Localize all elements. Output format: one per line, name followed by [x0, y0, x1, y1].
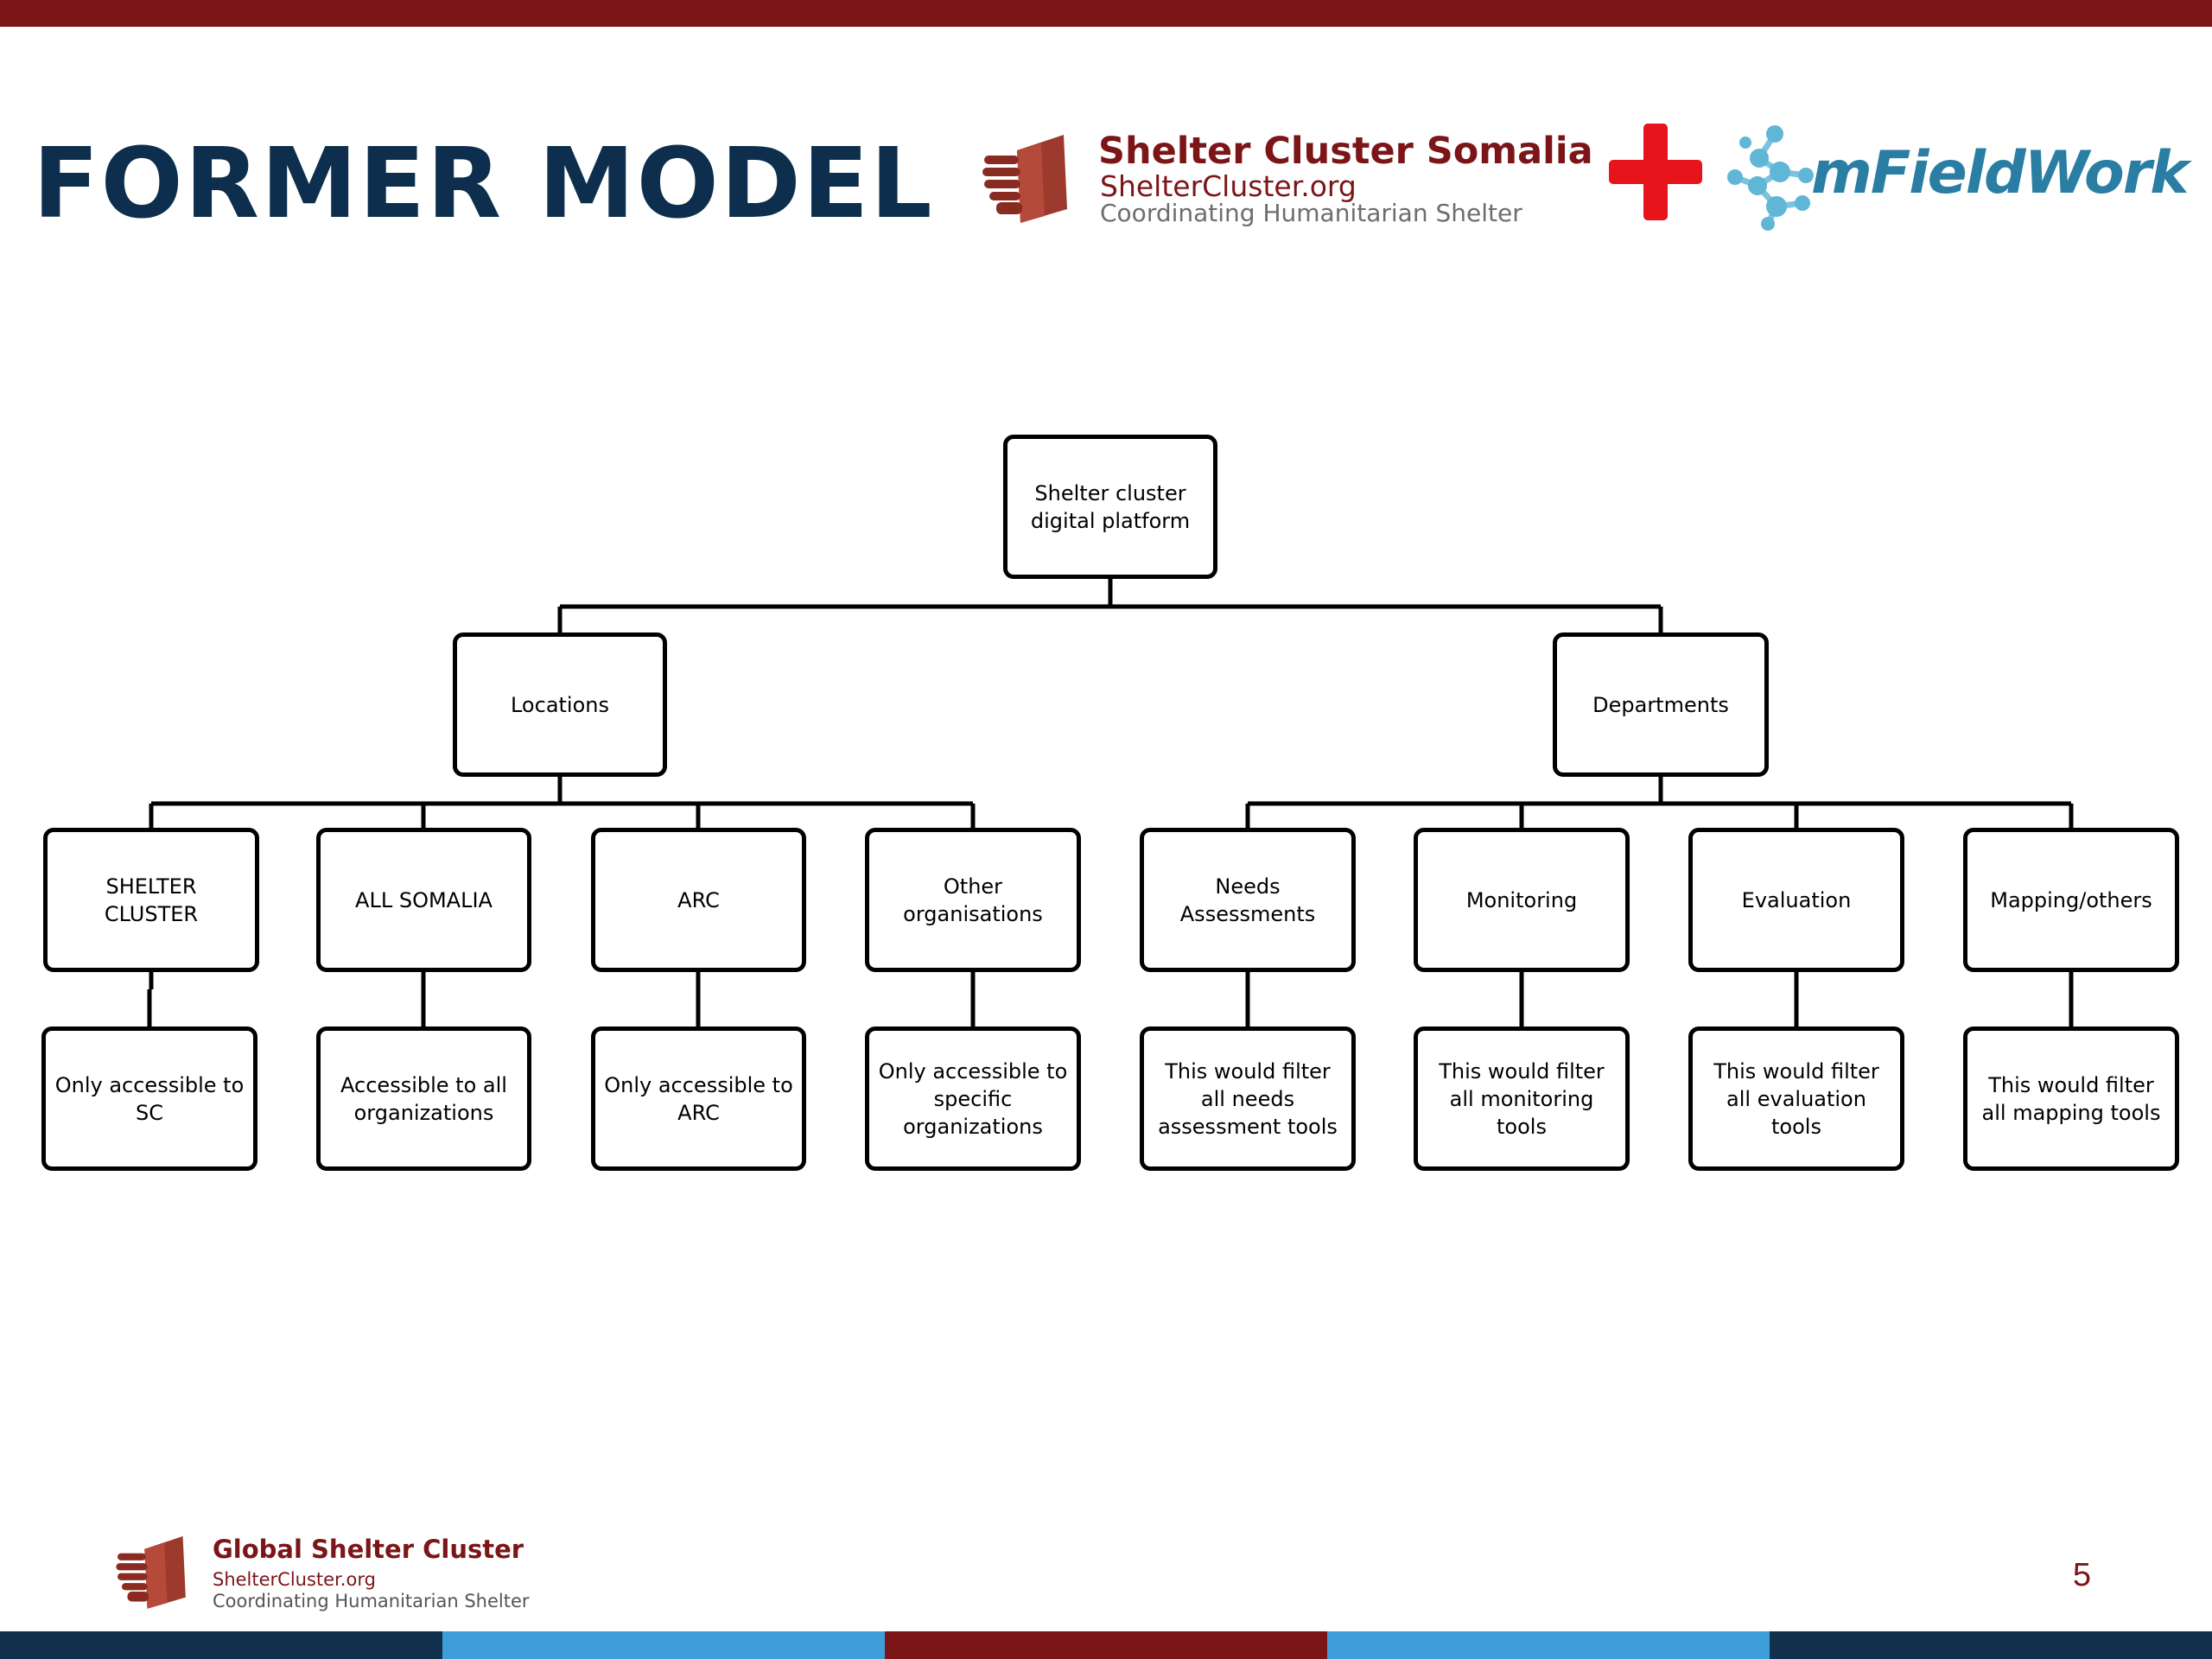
category-label: Mapping/others [1990, 887, 2152, 912]
root-node-label: Shelter cluster digital platform [1030, 480, 1191, 533]
detail-node-arc: Only accessible to ARC [591, 1027, 806, 1171]
category-label: ALL SOMALIA [355, 887, 493, 912]
category-label: Evaluation [1741, 887, 1852, 912]
detail-label: This would filter all needs assessment t… [1158, 1058, 1338, 1139]
detail-node-needs-assessments: This would filter all needs assessment t… [1140, 1027, 1356, 1171]
detail-node-shelter-cluster: Only accessible to SC [41, 1027, 257, 1171]
branch-label: Departments [1592, 692, 1729, 717]
bottom-bar-segment [1327, 1631, 1770, 1659]
footer-logo-tagline: Coordinating Humanitarian Shelter [213, 1591, 530, 1611]
bottom-bar-segment [885, 1631, 1327, 1659]
category-label: Needs Assessments [1179, 874, 1316, 926]
root-node: Shelter cluster digital platform [1003, 435, 1217, 579]
category-node-arc: ARC [591, 828, 806, 972]
bottom-bar-segment [0, 1631, 442, 1659]
category-node-shelter-cluster: SHELTER CLUSTER [43, 828, 259, 972]
category-node-other-organisations: Other organisations [865, 828, 1081, 972]
top-accent-bar [0, 0, 2212, 27]
category-node-all-somalia: ALL SOMALIA [316, 828, 531, 972]
bottom-bar-segment [1770, 1631, 2212, 1659]
bottom-bar-segment [442, 1631, 885, 1659]
detail-node-mapping-others: This would filter all mapping tools [1963, 1027, 2179, 1171]
detail-label: This would filter all evaluation tools [1713, 1058, 1879, 1139]
detail-node-evaluation: This would filter all evaluation tools [1688, 1027, 1904, 1171]
global-shelter-cluster-logo: Global Shelter Cluster ShelterCluster.or… [111, 1529, 560, 1616]
detail-node-monitoring: This would filter all monitoring tools [1414, 1027, 1630, 1171]
mfieldwork-logo: mFieldWork [1726, 124, 2189, 232]
branch-node-locations: Locations [453, 632, 667, 777]
branch-label: Locations [510, 692, 609, 717]
bottom-accent-bar [0, 1631, 2212, 1659]
detail-label: Only accessible to specific organization… [878, 1058, 1068, 1139]
category-label: SHELTER CLUSTER [104, 874, 199, 926]
plus-icon [1609, 124, 1702, 220]
shelter-cluster-somalia-logo: Shelter Cluster Somalia ShelterCluster.o… [981, 130, 1593, 229]
mfieldwork-wordmark: mFieldWork [1811, 139, 2189, 207]
detail-label: This would filter all mapping tools [1981, 1072, 2161, 1125]
category-node-needs-assessments: Needs Assessments [1140, 828, 1356, 972]
molecule-icon [1727, 125, 1814, 231]
slide-title: FORMER MODEL [33, 128, 934, 240]
shelter-hand-icon [982, 135, 1067, 223]
shelter-hand-icon [116, 1535, 186, 1609]
branch-node-departments: Departments [1553, 632, 1769, 777]
somalia-logo-site: ShelterCluster.org [1100, 169, 1357, 203]
detail-label: Only accessible to SC [54, 1072, 245, 1125]
detail-label: Accessible to all organizations [340, 1072, 507, 1125]
somalia-logo-name: Shelter Cluster Somalia [1098, 130, 1593, 173]
category-label: Other organisations [903, 874, 1043, 926]
category-label: Monitoring [1465, 887, 1578, 912]
detail-node-other-organisations: Only accessible to specific organization… [865, 1027, 1081, 1171]
detail-label: Only accessible to ARC [604, 1072, 793, 1125]
page-number: 5 [2072, 1557, 2091, 1593]
category-node-evaluation: Evaluation [1688, 828, 1904, 972]
category-node-monitoring: Monitoring [1414, 828, 1630, 972]
detail-label: This would filter all monitoring tools [1439, 1058, 1605, 1139]
detail-node-all-somalia: Accessible to all organizations [316, 1027, 531, 1171]
category-label: ARC [677, 887, 720, 912]
footer-logo-name: Global Shelter Cluster [213, 1535, 524, 1564]
category-node-mapping-others: Mapping/others [1963, 828, 2179, 972]
footer-logo-site: ShelterCluster.org [213, 1569, 376, 1590]
somalia-logo-tagline: Coordinating Humanitarian Shelter [1100, 199, 1522, 227]
